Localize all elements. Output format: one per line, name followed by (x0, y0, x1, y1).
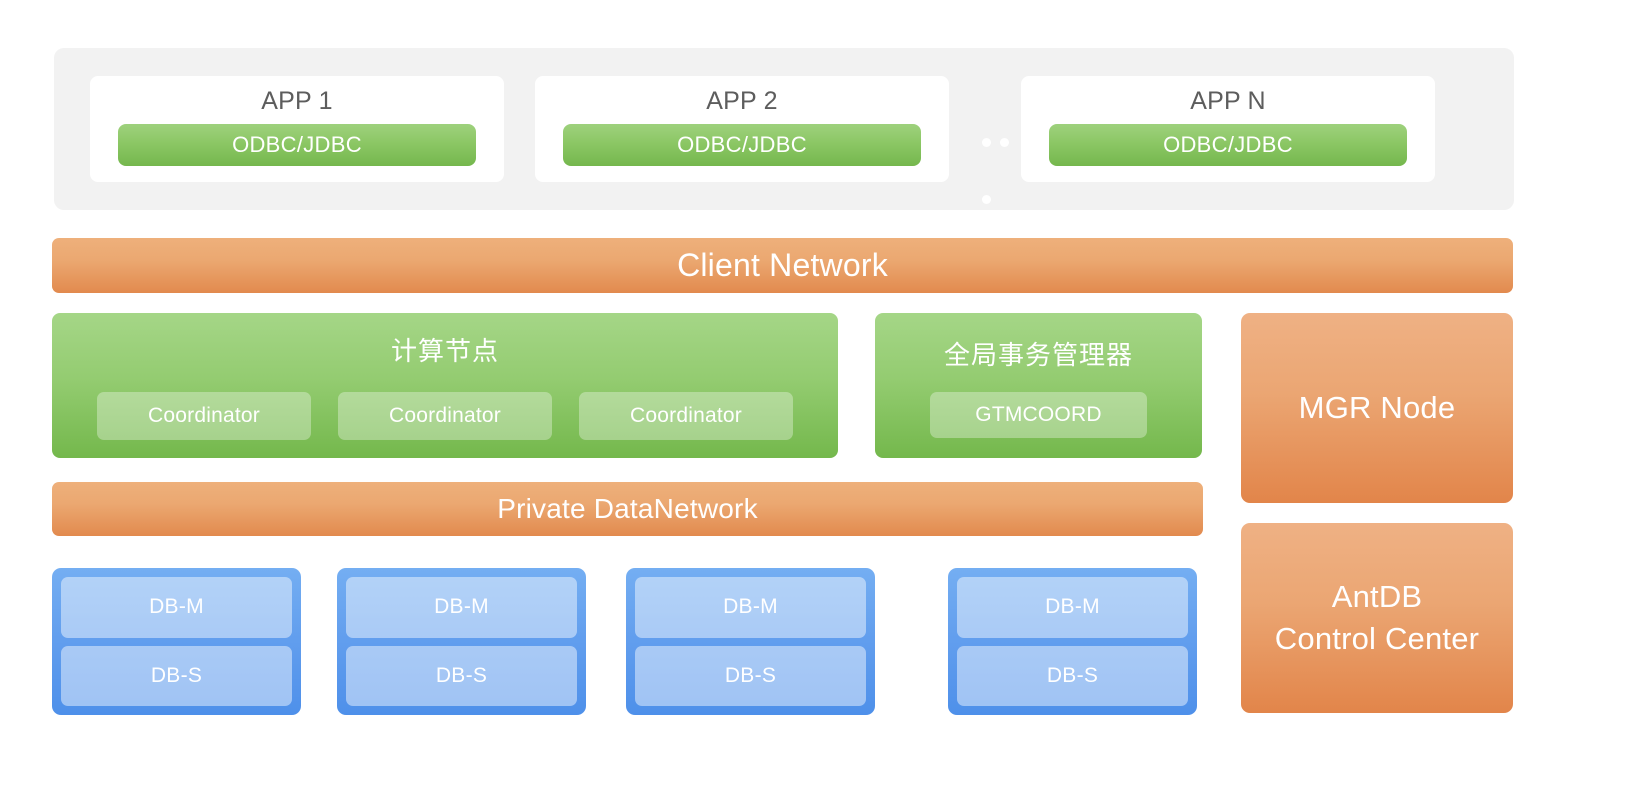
db-master-3[interactable]: DB-M (635, 577, 866, 638)
db-group-4: DB-M DB-S (948, 568, 1197, 715)
db-group-2: DB-M DB-S (337, 568, 586, 715)
db-master-1[interactable]: DB-M (61, 577, 292, 638)
db-slave-3[interactable]: DB-S (635, 645, 866, 706)
coordinator-node-3[interactable]: Coordinator (579, 392, 793, 440)
gtm-title: 全局事务管理器 (943, 340, 1133, 370)
coordinator-node-2[interactable]: Coordinator (338, 392, 552, 440)
odbc-jdbc-connector-2[interactable]: ODBC/JDBC (563, 124, 921, 166)
db-group-1: DB-M DB-S (52, 568, 301, 715)
app-card-1[interactable]: APP 1 ODBC/JDBC (90, 76, 504, 182)
compute-node-title: 计算节点 (390, 336, 499, 366)
mgr-node-card[interactable]: MGR Node (1241, 313, 1513, 503)
odbc-jdbc-connector-n[interactable]: ODBC/JDBC (1049, 124, 1407, 166)
ellipsis-dot-icon (982, 195, 991, 204)
app-card-title: APP N (1190, 87, 1266, 115)
app-card-title: APP 1 (261, 87, 333, 115)
coordinator-node-1[interactable]: Coordinator (97, 392, 311, 440)
db-slave-4[interactable]: DB-S (957, 645, 1188, 706)
ellipsis-dot-icon (982, 138, 991, 147)
app-card-title: APP 2 (706, 87, 778, 115)
db-master-2[interactable]: DB-M (346, 577, 577, 638)
global-transaction-manager-group: 全局事务管理器 GTMCOORD (875, 313, 1202, 458)
ellipsis-dot-icon (1000, 138, 1009, 147)
app-card-2[interactable]: APP 2 ODBC/JDBC (535, 76, 949, 182)
client-network-bar: Client Network (52, 238, 1513, 293)
db-slave-2[interactable]: DB-S (346, 645, 577, 706)
control-center-line-1: AntDB (1331, 579, 1423, 614)
coordinator-list: Coordinator Coordinator Coordinator (52, 392, 838, 440)
private-datanetwork-bar: Private DataNetwork (52, 482, 1203, 536)
odbc-jdbc-connector-1[interactable]: ODBC/JDBC (118, 124, 476, 166)
antdb-control-center-card[interactable]: AntDB Control Center (1241, 523, 1513, 713)
app-card-n[interactable]: APP N ODBC/JDBC (1021, 76, 1435, 182)
application-tier-container: APP 1 ODBC/JDBC APP 2 ODBC/JDBC APP N OD… (54, 48, 1514, 210)
db-slave-1[interactable]: DB-S (61, 645, 292, 706)
compute-node-group: 计算节点 Coordinator Coordinator Coordinator (52, 313, 838, 458)
db-group-3: DB-M DB-S (626, 568, 875, 715)
control-center-line-2: Control Center (1274, 621, 1480, 656)
db-master-4[interactable]: DB-M (957, 577, 1188, 638)
gtm-node-list: GTMCOORD (875, 392, 1202, 438)
gtmcoord-node[interactable]: GTMCOORD (930, 392, 1147, 438)
